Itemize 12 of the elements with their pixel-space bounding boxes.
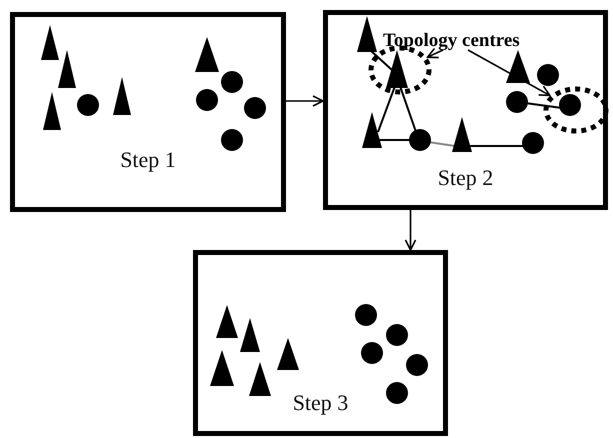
dashed-ellipse xyxy=(543,86,609,134)
step-label: Step 2 xyxy=(438,165,494,190)
arrow xyxy=(404,210,416,251)
callout-text: Topology centres xyxy=(383,30,541,54)
step-box xyxy=(193,250,448,436)
step-label: Step 3 xyxy=(292,390,348,415)
leader-arrow xyxy=(468,49,551,96)
leader-arrow xyxy=(426,48,444,58)
step-box xyxy=(10,12,286,212)
step-box xyxy=(323,10,608,210)
arrow xyxy=(286,95,324,107)
step-label: Step 1 xyxy=(120,147,176,172)
